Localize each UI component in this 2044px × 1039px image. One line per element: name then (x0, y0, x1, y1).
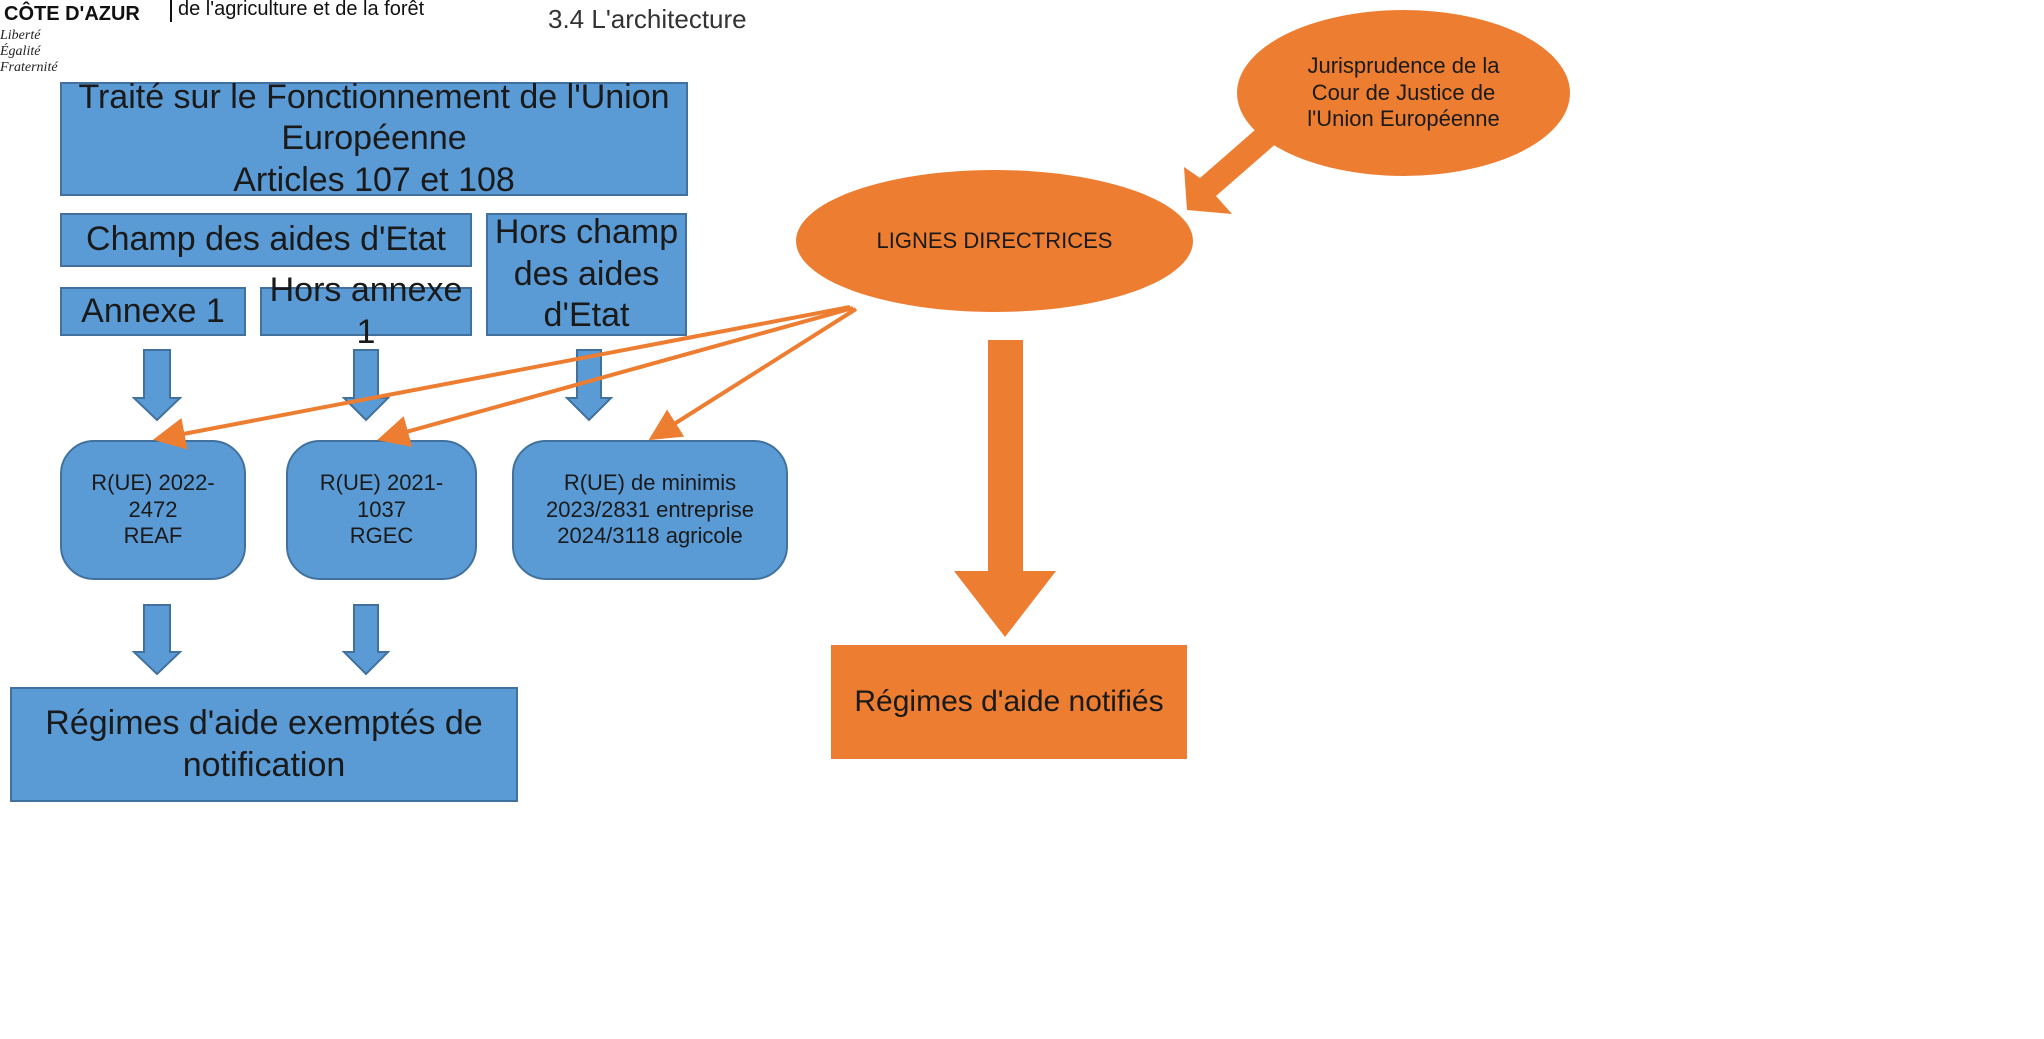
ministry-text: de l'agriculture et de la forêt (178, 0, 425, 20)
down-arrow-hors-annexe1 (341, 349, 391, 422)
notifies-label: Régimes d'aide notifiés (854, 684, 1164, 718)
tfue-box: Traité sur le Fonctionnement de l'Union … (60, 78, 688, 199)
down-arrow-reaf (131, 604, 183, 676)
reaf-line-1: R(UE) 2022- (91, 469, 215, 495)
connector-lignes-to-minimis (648, 307, 858, 441)
motto-egalite: Égalité (0, 44, 41, 60)
down-arrow-annexe1 (131, 349, 183, 422)
jurisprudence-line-1: Jurisprudence de la (1307, 52, 1500, 78)
minimis-box: R(UE) de minimis 2023/2831 entreprise 20… (512, 440, 788, 580)
reaf-line-3: REAF (123, 523, 183, 549)
rgec-line-3: RGEC (349, 523, 414, 549)
hors-champ-line-3: d'Etat (543, 296, 630, 335)
rgec-line-2: 1037 (357, 496, 406, 522)
annexe1-box: Annexe 1 (60, 287, 246, 336)
lignes-directrices-label: LIGNES DIRECTRICES (876, 227, 1113, 253)
hors-champ-line-1: Hors champ (494, 213, 679, 252)
champ-aides-etat-box: Champ des aides d'Etat (60, 213, 472, 267)
connector-lignes-to-reaf (153, 305, 851, 450)
rgec-box: R(UE) 2021- 1037 RGEC (286, 440, 477, 580)
motto-liberte: Liberté (0, 28, 41, 43)
tfue-line-2: Européenne (281, 119, 467, 158)
champ-aides-etat-label: Champ des aides d'Etat (86, 220, 446, 259)
hors-annexe1-label: Hors annexe 1 (269, 271, 463, 351)
down-arrow-notifies (954, 340, 1056, 637)
section-title: 3.4 L'architecture (548, 4, 747, 34)
lignes-directrices-ellipse: LIGNES DIRECTRICES (796, 170, 1193, 312)
down-arrow-rgec (341, 604, 391, 676)
annexe1-label: Annexe 1 (81, 291, 225, 330)
hors-champ-line-2: des aides (513, 254, 660, 293)
republic-motto: Liberté Égalité Fraternité (0, 28, 60, 76)
jurisprudence-line-2: Cour de Justice de (1311, 79, 1496, 105)
rgec-line-1: R(UE) 2021- (319, 469, 444, 495)
tfue-line-1: Traité sur le Fonctionnement de l'Union (78, 77, 670, 116)
reaf-line-2: 2472 (128, 496, 178, 522)
down-arrow-hors-champ (564, 349, 614, 422)
minimis-line-1: R(UE) de minimis (563, 469, 737, 495)
notifies-box: Régimes d'aide notifiés (831, 645, 1187, 759)
hors-annexe1-box: Hors annexe 1 (260, 271, 472, 351)
prefecture-logo-text: CÔTE D'AZUR (4, 3, 140, 25)
jurisprudence-line-3: l'Union Européenne (1307, 106, 1500, 132)
minimis-line-3: 2024/3118 agricole (557, 523, 743, 549)
connector-lignes-to-rgec (377, 306, 854, 447)
logo-divider (170, 0, 172, 22)
jurisprudence-ellipse: Jurisprudence de la Cour de Justice de l… (1237, 10, 1570, 176)
reaf-box: R(UE) 2022- 2472 REAF (60, 440, 246, 580)
exemptes-label: Régimes d'aide exemptés de notification (45, 704, 483, 784)
motto-fraternite: Fraternité (0, 60, 58, 76)
exemptes-box: Régimes d'aide exemptés de notification (10, 687, 518, 802)
diagonal-arrow-jurisprudence (1184, 123, 1279, 214)
hors-champ-box: Hors champ des aides d'Etat (486, 213, 687, 336)
minimis-line-2: 2023/2831 entreprise (546, 496, 754, 522)
tfue-line-3: Articles 107 et 108 (233, 160, 515, 199)
